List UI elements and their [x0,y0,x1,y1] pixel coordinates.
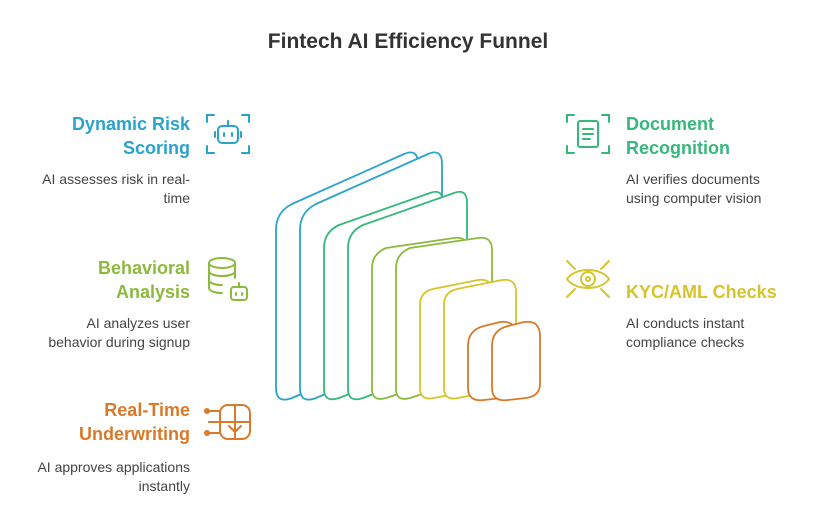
document-recognition-title: Document Recognition [626,114,730,158]
document-scan-icon [566,114,610,154]
eye-scan-icon [565,260,611,298]
behavioral-analysis-title: Behavioral Analysis [97,258,190,302]
robot-icon [206,114,250,154]
dynamic-risk-scoring-title: Dynamic Risk Scoring [71,114,190,158]
real-time-underwriting-description: AI approves applications instantly [37,459,190,494]
database-robot-icon [208,257,248,301]
page-title: Fintech AI Efficiency Funnel [267,30,549,53]
behavioral-analysis-description: AI analyzes user behavior during signup [48,315,190,350]
ai-chip-icon [204,404,251,440]
kyc-aml-checks-description: AI conducts instant compliance checks [626,315,745,350]
funnel-layer-real-time-underwriting [467,320,541,402]
dynamic-risk-scoring-description: AI assesses risk in real- time [42,171,190,206]
real-time-underwriting-title: Real-Time Underwriting [79,400,190,444]
kyc-aml-checks-title: KYC/AML Checks [626,282,777,302]
document-recognition-description: AI verifies documents using computer vis… [626,171,762,206]
